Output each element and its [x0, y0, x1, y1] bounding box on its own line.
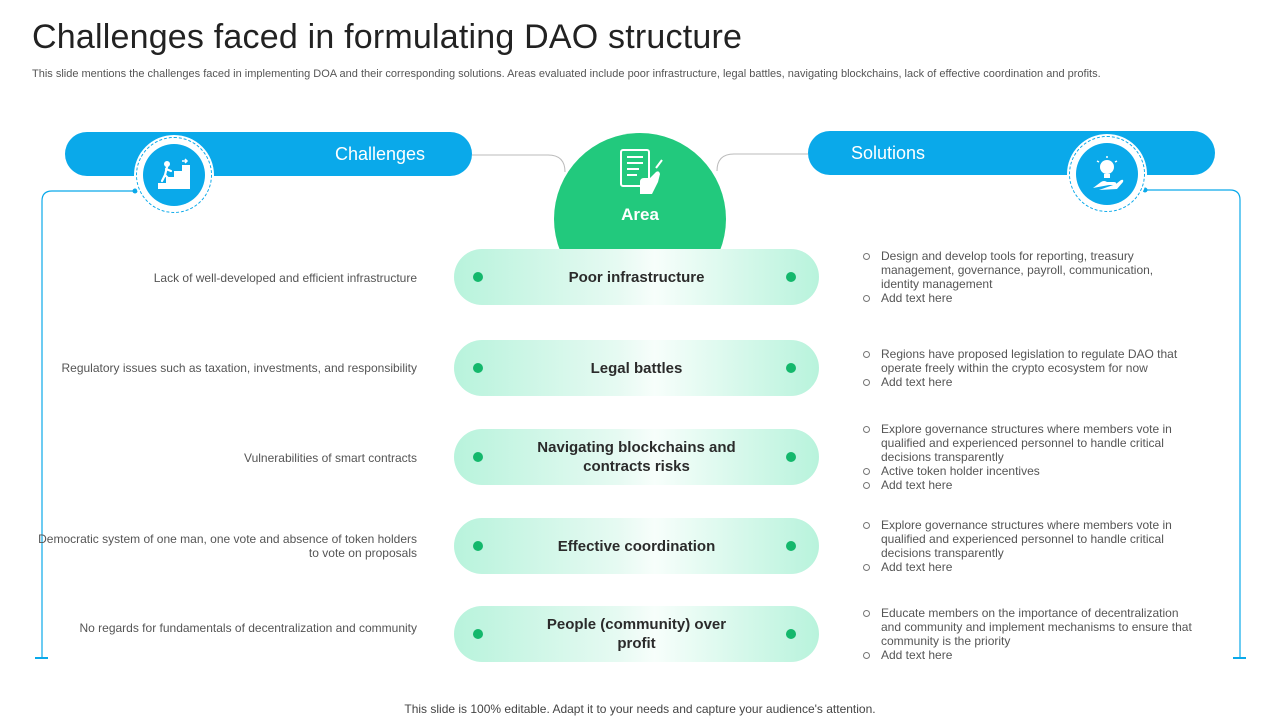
challenges-header-label: Challenges	[335, 143, 426, 164]
lightbulb-hand-icon	[1093, 156, 1124, 190]
area-name-4: Effective coordination	[557, 537, 716, 555]
area-pill-1: Poor infrastructure	[454, 249, 819, 305]
solution-list-1: Design and develop tools for reporting, …	[862, 249, 1192, 305]
document-hand-icon	[620, 149, 663, 194]
area-pill-5: People (community) over profit	[454, 606, 819, 662]
pill-dot-left	[473, 363, 483, 373]
challenge-text-4: Democratic system of one man, one vote a…	[38, 532, 417, 560]
area-label: Area	[621, 205, 659, 224]
challenges-header: Challenges	[65, 132, 472, 176]
solution-item: Add text here	[862, 291, 1192, 305]
challenge-text-5: No regards for fundamentals of decentral…	[79, 621, 417, 635]
pill-dot-left	[473, 452, 483, 462]
solutions-header-label: Solutions	[851, 142, 926, 163]
area-name-2: Legal battles	[590, 359, 683, 377]
area-pill-4: Effective coordination	[454, 518, 819, 574]
climbing-stairs-icon	[158, 158, 190, 189]
solution-item: Regions have proposed legislation to reg…	[862, 347, 1192, 375]
solutions-icon-badge	[1067, 134, 1147, 214]
page-subtitle: This slide mentions the challenges faced…	[32, 68, 1101, 80]
solution-item: Design and develop tools for reporting, …	[862, 249, 1192, 291]
area-pill-3: Navigating blockchains and contracts ris…	[454, 429, 819, 485]
challenge-text-1: Lack of well-developed and efficient inf…	[153, 271, 417, 285]
challenges-icon-badge	[134, 135, 214, 215]
challenge-text-2: Regulatory issues such as taxation, inve…	[61, 361, 417, 375]
solution-item: Educate members on the importance of dec…	[862, 606, 1192, 648]
solution-item: Add text here	[862, 648, 1192, 662]
pill-dot-right	[786, 541, 796, 551]
solution-list-4: Explore governance structures where memb…	[862, 518, 1192, 574]
solution-list-3: Explore governance structures where memb…	[862, 422, 1192, 492]
area-name-5: People (community) over profit	[546, 616, 727, 652]
pill-dot-right	[786, 363, 796, 373]
pill-dot-right	[786, 629, 796, 639]
area-name-3: Navigating blockchains and contracts ris…	[537, 439, 736, 475]
pill-dot-left	[473, 541, 483, 551]
page-title: Challenges faced in formulating DAO stru…	[32, 18, 743, 56]
solution-item: Add text here	[862, 375, 1192, 389]
solution-list-2: Regions have proposed legislation to reg…	[862, 347, 1192, 389]
solution-item: Add text here	[862, 560, 1192, 574]
pill-dot-left	[473, 272, 483, 282]
solution-item: Explore governance structures where memb…	[862, 422, 1192, 464]
area-pill-2: Legal battles	[454, 340, 819, 396]
pill-dot-right	[786, 452, 796, 462]
solution-list-5: Educate members on the importance of dec…	[862, 606, 1192, 662]
solution-item: Active token holder incentives	[862, 464, 1192, 478]
area-name-1: Poor infrastructure	[568, 268, 705, 286]
pill-dot-left	[473, 629, 483, 639]
solution-item: Add text here	[862, 478, 1192, 492]
challenge-text-3: Vulnerabilities of smart contracts	[244, 451, 417, 465]
solution-item: Explore governance structures where memb…	[862, 518, 1192, 560]
footer-note: This slide is 100% editable. Adapt it to…	[404, 702, 876, 716]
pill-dot-right	[786, 272, 796, 282]
solutions-header: Solutions	[808, 131, 1215, 175]
